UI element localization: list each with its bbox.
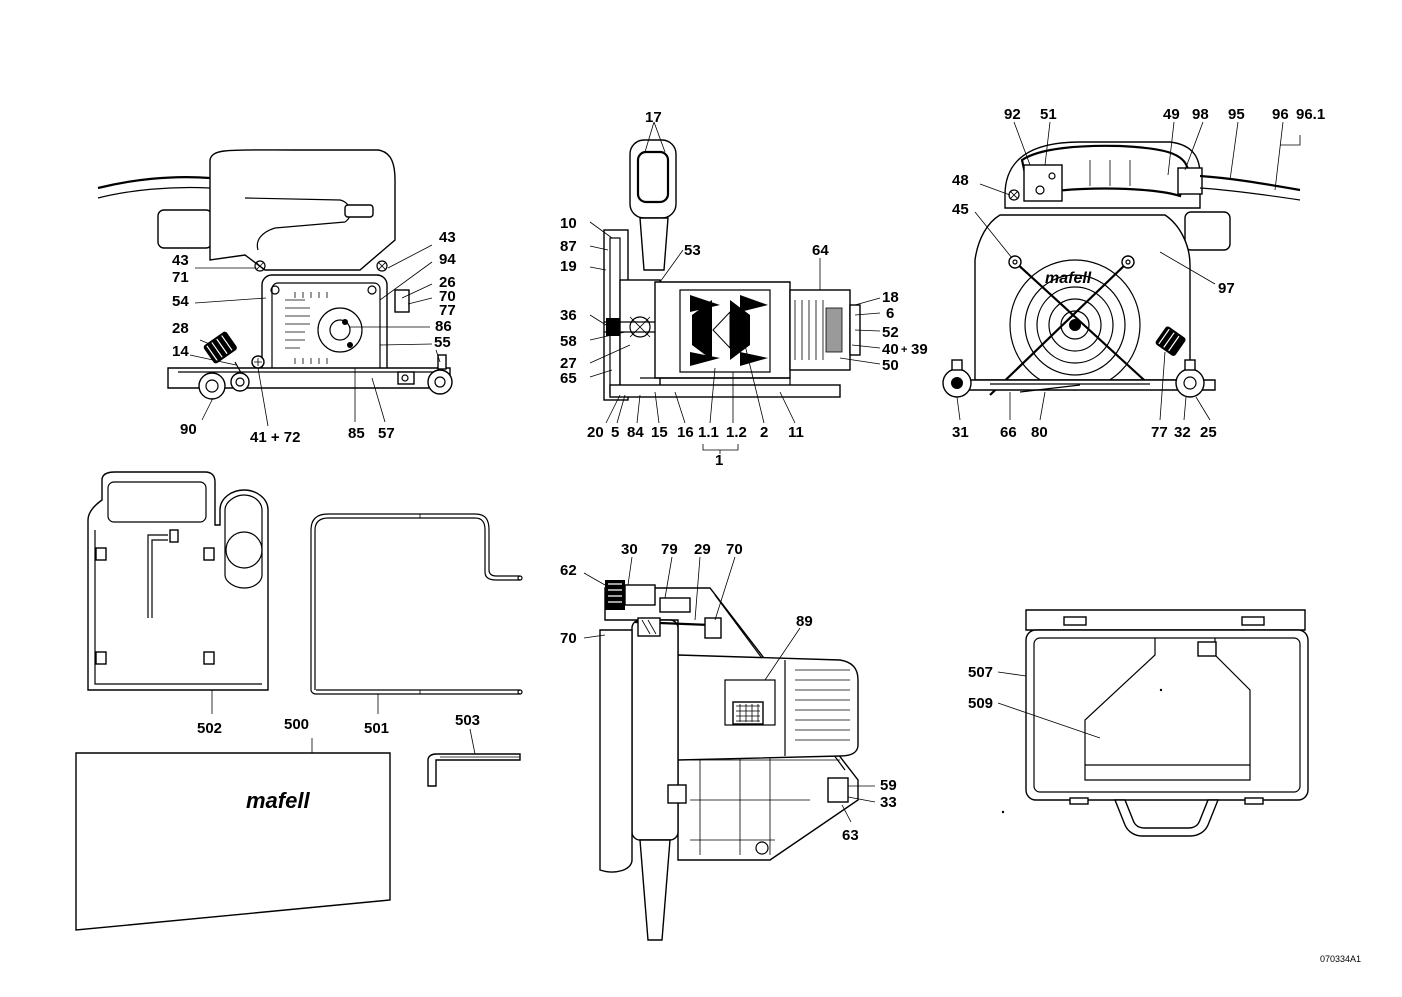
label-11: 11 xyxy=(788,424,804,441)
label-52: 52 xyxy=(882,324,899,341)
rear-view-drawing: mafell xyxy=(942,121,1301,421)
label-77-rear: 77 xyxy=(1151,424,1168,441)
label-94: 94 xyxy=(439,251,456,268)
label-89: 89 xyxy=(796,613,813,630)
label-31: 31 xyxy=(952,424,969,441)
label-54: 54 xyxy=(172,293,189,310)
accessory-502-bracket xyxy=(87,471,269,714)
label-5: 5 xyxy=(611,424,619,441)
label-16: 16 xyxy=(677,424,694,441)
label-33: 33 xyxy=(880,794,897,811)
label-17: 17 xyxy=(645,109,662,126)
label-96-1: 96.1 xyxy=(1296,106,1325,123)
front-view-labels: 43 71 43 94 26 70 77 54 86 28 14 55 90 4… xyxy=(172,229,456,446)
label-18: 18 xyxy=(882,289,899,306)
label-55: 55 xyxy=(434,334,451,351)
label-48: 48 xyxy=(952,172,969,189)
label-51: 51 xyxy=(1040,106,1057,123)
label-26: 26 xyxy=(439,274,456,291)
label-65: 65 xyxy=(560,370,577,387)
label-1: 1 xyxy=(715,452,723,469)
accessory-501-guide-rod xyxy=(310,513,523,714)
label-86: 86 xyxy=(435,318,452,335)
label-15: 15 xyxy=(651,424,668,441)
label-97: 97 xyxy=(1218,280,1235,297)
label-62: 62 xyxy=(560,562,577,579)
label-85: 85 xyxy=(348,425,365,442)
label-90: 90 xyxy=(180,421,197,438)
label-509: 509 xyxy=(968,695,993,712)
rear-view-labels: 92 51 49 98 95 96 96.1 48 45 97 31 66 80… xyxy=(952,106,1325,441)
label-59: 59 xyxy=(880,777,897,794)
drawing-code: 070334A1 xyxy=(1320,954,1361,964)
label-25: 25 xyxy=(1200,424,1217,441)
section-view-drawing xyxy=(589,121,881,454)
label-77: 77 xyxy=(439,302,456,319)
label-79: 79 xyxy=(661,541,678,558)
label-45: 45 xyxy=(952,201,969,218)
label-53: 53 xyxy=(684,242,701,259)
section-view-labels: 17 10 87 53 19 64 18 6 36 52 40 + 39 58 … xyxy=(560,109,928,469)
front-view-drawing xyxy=(97,149,453,427)
label-14: 14 xyxy=(172,343,189,360)
side-view-drawing xyxy=(583,556,876,941)
label-1-1: 1.1 xyxy=(698,424,719,441)
label-43-right: 43 xyxy=(439,229,456,246)
label-500: 500 xyxy=(284,716,309,733)
label-32: 32 xyxy=(1174,424,1191,441)
label-6: 6 xyxy=(886,305,894,322)
label-66: 66 xyxy=(1000,424,1017,441)
label-64: 64 xyxy=(812,242,829,259)
side-view-labels: 30 79 29 70 62 70 89 59 33 63 xyxy=(560,541,897,844)
label-70-side-left: 70 xyxy=(560,630,577,647)
label-40: 40 xyxy=(882,341,899,358)
label-63: 63 xyxy=(842,827,859,844)
label-49: 49 xyxy=(1163,106,1180,123)
label-1-2: 1.2 xyxy=(726,424,747,441)
label-43-left: 43 xyxy=(172,252,189,269)
label-95: 95 xyxy=(1228,106,1245,123)
label-70: 70 xyxy=(439,288,456,305)
accessory-503-hex-key xyxy=(427,728,521,787)
rear-view-logo-text: mafell xyxy=(1045,270,1092,287)
accessory-500-manual: mafell xyxy=(75,738,391,931)
label-2: 2 xyxy=(760,424,768,441)
label-20: 20 xyxy=(587,424,604,441)
manual-logo-text: mafell xyxy=(246,788,310,813)
label-30: 30 xyxy=(621,541,638,558)
label-36: 36 xyxy=(560,307,577,324)
label-503: 503 xyxy=(455,712,480,729)
label-58: 58 xyxy=(560,333,577,350)
label-71: 71 xyxy=(172,269,189,286)
label-501: 501 xyxy=(364,720,389,737)
label-29: 29 xyxy=(694,541,711,558)
label-28: 28 xyxy=(172,320,189,337)
label-502: 502 xyxy=(197,720,222,737)
label-plus: + xyxy=(901,344,907,356)
label-87: 87 xyxy=(560,238,577,255)
label-10: 10 xyxy=(560,215,577,232)
label-19: 19 xyxy=(560,258,577,275)
label-50: 50 xyxy=(882,357,899,374)
carry-case-drawing xyxy=(997,609,1309,837)
label-70-side-top: 70 xyxy=(726,541,743,558)
label-507: 507 xyxy=(968,664,993,681)
label-98: 98 xyxy=(1192,106,1209,123)
label-96: 96 xyxy=(1272,106,1289,123)
label-84: 84 xyxy=(627,424,644,441)
label-27: 27 xyxy=(560,355,577,372)
label-80: 80 xyxy=(1031,424,1048,441)
label-57: 57 xyxy=(378,425,395,442)
label-41-72: 41 + 72 xyxy=(250,429,300,446)
label-39: 39 xyxy=(911,341,928,358)
label-92: 92 xyxy=(1004,106,1021,123)
